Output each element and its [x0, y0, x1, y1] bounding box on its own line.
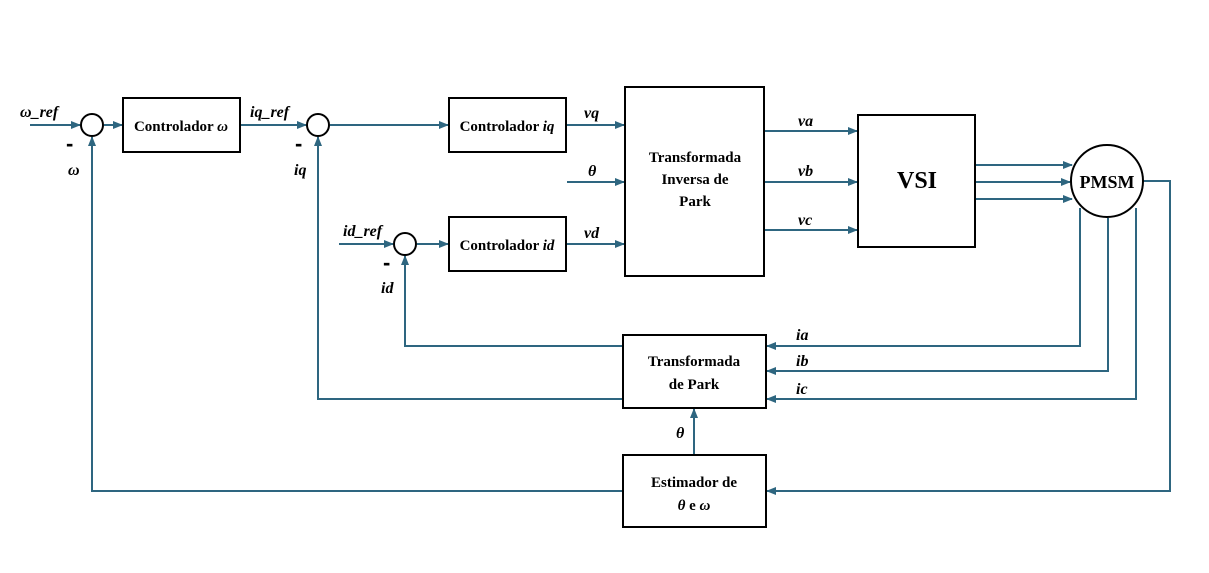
block-var: iq [543, 119, 555, 135]
signal-label-iq-ref: iq_ref [250, 104, 291, 121]
wire-ib [766, 218, 1109, 375]
wire-w-feedback [88, 136, 622, 492]
signal-label-va: va [798, 113, 813, 130]
signal-label-id: id [381, 280, 394, 297]
signal-label-ib: ib [796, 353, 808, 370]
block-label-line-2: Inversa de [661, 172, 728, 188]
wire-iq-feedback [314, 136, 622, 400]
signal-label-iq: iq [294, 162, 306, 179]
block-inverse-park: Transformada Inversa de Park [624, 86, 765, 277]
signal-label-ia: ia [796, 327, 808, 344]
minus-sign-iq: - [295, 131, 302, 156]
summing-junction-id [393, 232, 417, 256]
block-var: id [543, 238, 555, 254]
block-var-theta: θ [678, 498, 686, 514]
signal-label-vd: vd [584, 225, 600, 242]
svg-text:Controlador iq: Controlador iq [460, 119, 555, 135]
signal-label-ic: ic [796, 381, 808, 398]
signal-label-w: ω [68, 162, 80, 179]
block-park: Transformada de Park [622, 334, 767, 409]
block-label: VSI [897, 168, 937, 194]
signal-label-theta-est: θ [676, 425, 685, 442]
minus-sign-speed: - [66, 131, 73, 156]
block-label: Controlador [134, 119, 217, 135]
svg-text:Controlador id: Controlador id [460, 238, 555, 254]
signal-label-w-ref: ω_ref [20, 104, 60, 121]
block-controller-id: Controlador id [448, 216, 567, 272]
block-label: Controlador [460, 119, 543, 135]
block-pmsm: PMSM [1070, 144, 1144, 218]
signal-label-theta-in: θ [588, 163, 597, 180]
svg-text:θ e ω: θ e ω [678, 498, 711, 514]
block-estimator: Estimador de θ e ω [622, 454, 767, 528]
svg-text:Controlador ω: Controlador ω [134, 119, 228, 135]
signal-label-vq: vq [584, 105, 599, 122]
wire-id-feedback [401, 255, 622, 347]
block-label-line-1: Transformada [648, 354, 741, 370]
signal-label-vb: vb [798, 163, 813, 180]
summing-junction-iq [306, 113, 330, 137]
wire-shaft-estimator [766, 180, 1171, 495]
wire-ic [766, 208, 1137, 403]
block-label: Controlador [460, 238, 543, 254]
summing-junction-speed [80, 113, 104, 137]
block-label-line-3: Park [679, 194, 711, 210]
block-label-line-1: Estimador de [651, 475, 737, 491]
block-label-line-2: de Park [669, 377, 720, 393]
wire-ia [766, 208, 1081, 350]
block-label-line-1: Transformada [649, 150, 742, 166]
block-conj: e [685, 498, 699, 514]
wires [30, 121, 1171, 495]
block-label: PMSM [1080, 172, 1135, 192]
minus-sign-id: - [383, 250, 390, 275]
block-vsi: VSI [857, 114, 976, 248]
block-var: ω [217, 119, 228, 135]
block-var-omega: ω [700, 498, 711, 514]
block-controller-speed: Controlador ω [122, 97, 241, 153]
signal-label-id-ref: id_ref [343, 223, 384, 240]
block-controller-iq: Controlador iq [448, 97, 567, 153]
signal-label-vc: vc [798, 212, 812, 229]
